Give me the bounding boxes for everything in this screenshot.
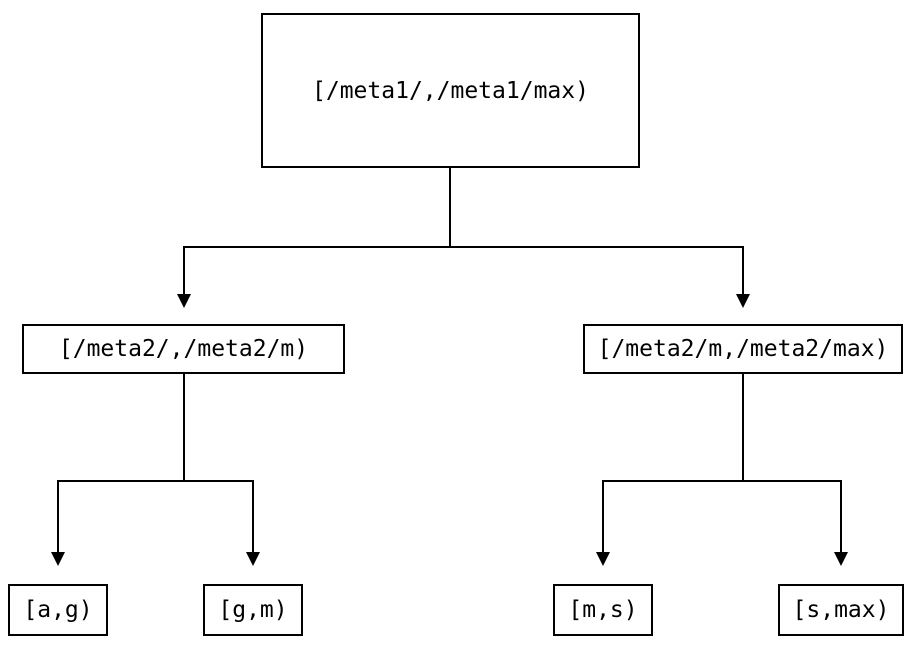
node-leaf-gm-label: [g,m) [218, 597, 288, 623]
edge-left-stem [183, 374, 185, 481]
node-leaf-ms: [m,s) [553, 584, 653, 636]
arrowhead-down-icon [177, 294, 191, 308]
edge-right-drop-smax [840, 480, 842, 552]
arrowhead-down-icon [834, 552, 848, 566]
edge-right-stem [742, 374, 744, 481]
edge-right-drop-ms [602, 480, 604, 552]
edge-root-right-drop [742, 246, 744, 294]
node-meta2-upper: [/meta2/m,/meta2/max) [583, 324, 903, 374]
node-leaf-smax-label: [s,max) [792, 597, 890, 623]
node-meta2-lower-label: [/meta2/,/meta2/m) [58, 336, 309, 362]
edge-left-drop-gm [252, 480, 254, 552]
edge-root-bus [183, 246, 744, 248]
arrowhead-down-icon [51, 552, 65, 566]
edge-right-bus [602, 480, 842, 482]
arrowhead-down-icon [246, 552, 260, 566]
node-leaf-ag-label: [a,g) [23, 597, 93, 623]
edge-left-drop-ag [57, 480, 59, 552]
edge-left-bus [57, 480, 254, 482]
node-leaf-gm: [g,m) [203, 584, 303, 636]
node-root-label: [/meta1/,/meta1/max) [312, 77, 589, 104]
arrowhead-down-icon [736, 294, 750, 308]
node-leaf-ms-label: [m,s) [568, 597, 638, 623]
edge-root-left-drop [183, 246, 185, 294]
node-leaf-smax: [s,max) [778, 584, 904, 636]
node-root: [/meta1/,/meta1/max) [261, 13, 640, 168]
node-meta2-lower: [/meta2/,/meta2/m) [22, 324, 345, 374]
edge-root-stem [449, 168, 451, 247]
arrowhead-down-icon [596, 552, 610, 566]
node-leaf-ag: [a,g) [8, 584, 108, 636]
node-meta2-upper-label: [/meta2/m,/meta2/max) [597, 336, 889, 362]
